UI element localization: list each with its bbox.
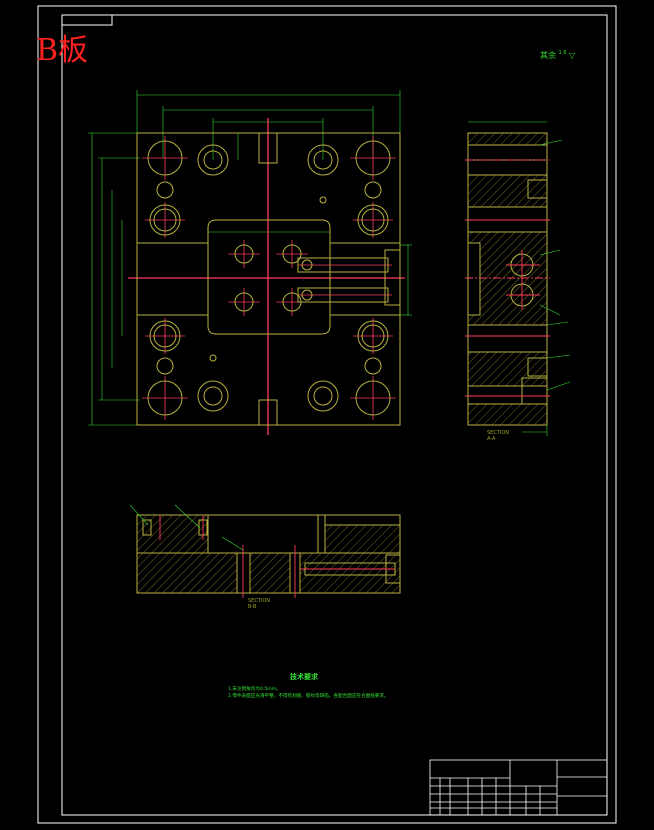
tech-requirements-title: 技术要求	[290, 673, 318, 681]
surface-roughness-note: 其余 1.6 ▽	[540, 50, 575, 61]
plan-view	[88, 90, 412, 435]
roughness-symbol-icon: ▽	[569, 51, 576, 60]
section-a-view	[465, 121, 571, 436]
sheet-frame	[37, 5, 617, 824]
section-b-name: SECTION	[248, 598, 271, 604]
part-name-title: B板	[36, 33, 89, 68]
section-a-name: SECTION	[487, 430, 510, 436]
section-b-view	[129, 504, 401, 598]
title-block	[429, 759, 608, 816]
section-b-id: B-B	[248, 604, 257, 610]
tech-requirement-item: 1.未注倒角均为0.5mm。	[228, 687, 281, 692]
plan-dimensions	[88, 90, 412, 426]
plan-outlines	[136, 132, 401, 426]
roughness-value: 1.6	[558, 50, 567, 56]
section-a-label: SECTION A-A	[487, 430, 509, 442]
section-b-label: SECTION B-B	[248, 598, 270, 610]
section-a-id: A-A	[487, 436, 496, 442]
plan-centerlines	[128, 118, 405, 435]
roughness-label: 其余	[540, 51, 556, 60]
tech-requirement-item: 2.零件表面应光滑平整，不得有划痕、裂纹等缺陷，各配合面应符合图纸要求。	[228, 694, 389, 699]
